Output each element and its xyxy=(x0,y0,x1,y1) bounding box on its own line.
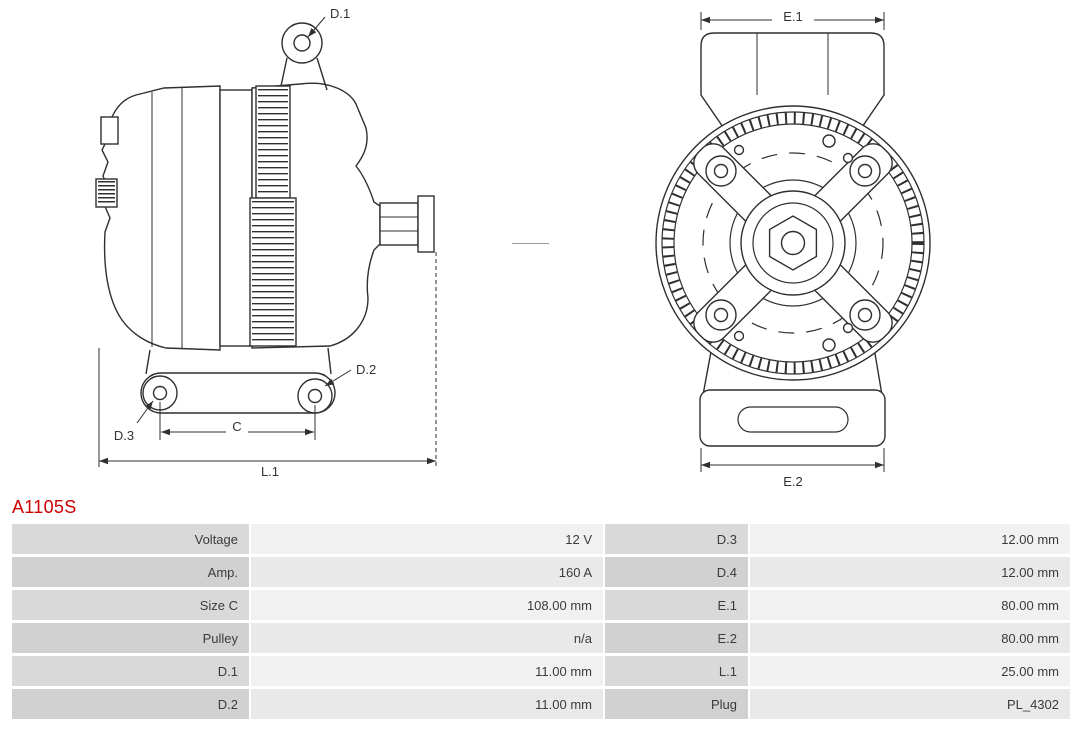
dim-label-d1: D.1 xyxy=(330,6,350,21)
dim-label-e1: E.1 xyxy=(783,9,803,24)
spec-row: D.1 11.00 mm L.1 25.00 mm xyxy=(12,656,1070,686)
spec-label-right: E.1 xyxy=(605,590,748,620)
spec-value-left: 12 V xyxy=(251,524,603,554)
dim-label-c: C xyxy=(232,419,241,434)
spec-row: Voltage 12 V D.3 12.00 mm xyxy=(12,524,1070,554)
spec-table: Voltage 12 V D.3 12.00 mm Amp. 160 A D.4… xyxy=(10,521,1072,722)
dim-label-d3: D.3 xyxy=(114,428,134,443)
front-view-hub-nut xyxy=(740,190,846,296)
spec-table-body: Voltage 12 V D.3 12.00 mm Amp. 160 A D.4… xyxy=(12,524,1070,719)
side-view-dimensions xyxy=(98,16,437,467)
spec-label-left: D.2 xyxy=(12,689,249,719)
spec-row: Amp. 160 A D.4 12.00 mm xyxy=(12,557,1070,587)
spec-label-right: D.4 xyxy=(605,557,748,587)
spec-value-right: PL_4302 xyxy=(750,689,1070,719)
front-view-bolts xyxy=(733,134,854,352)
front-view-dimensions xyxy=(700,8,885,472)
spec-row: Size C 108.00 mm E.1 80.00 mm xyxy=(12,590,1070,620)
spec-label-right: D.3 xyxy=(605,524,748,554)
spec-label-right: Plug xyxy=(605,689,748,719)
spec-value-right: 25.00 mm xyxy=(750,656,1070,686)
spec-row: D.2 11.00 mm Plug PL_4302 xyxy=(12,689,1070,719)
spec-value-left: 11.00 mm xyxy=(251,689,603,719)
spec-label-left: Pulley xyxy=(12,623,249,653)
spec-row: Pulley n/a E.2 80.00 mm xyxy=(12,623,1070,653)
side-view-stator-section xyxy=(219,89,253,347)
front-view-mounting-foot xyxy=(699,389,886,447)
side-view-top-ear xyxy=(280,22,328,91)
dim-label-d2: D.2 xyxy=(356,362,376,377)
part-number: A1105S xyxy=(12,497,77,517)
spec-label-right: L.1 xyxy=(605,656,748,686)
side-view-rear-housing xyxy=(95,85,221,351)
alternator-side-view xyxy=(95,22,435,414)
dimension-labels: D.1 D.2 D.3 C L.1 E.1 E.2 xyxy=(114,6,803,489)
technical-drawing: D.1 D.2 D.3 C L.1 E.1 E.2 xyxy=(95,6,931,489)
side-view-plug-connector xyxy=(379,195,435,253)
spec-label-right: E.2 xyxy=(605,623,748,653)
alternator-front-view xyxy=(655,32,931,447)
spec-label-left: Size C xyxy=(12,590,249,620)
front-view-top-bracket xyxy=(700,32,885,131)
spec-value-left: n/a xyxy=(251,623,603,653)
spec-label-left: Voltage xyxy=(12,524,249,554)
spec-label-left: D.1 xyxy=(12,656,249,686)
spec-value-right: 80.00 mm xyxy=(750,623,1070,653)
spec-value-right: 12.00 mm xyxy=(750,524,1070,554)
spec-value-left: 160 A xyxy=(251,557,603,587)
spec-label-left: Amp. xyxy=(12,557,249,587)
spec-value-right: 12.00 mm xyxy=(750,557,1070,587)
spec-value-left: 11.00 mm xyxy=(251,656,603,686)
spec-value-right: 80.00 mm xyxy=(750,590,1070,620)
front-view-fan xyxy=(702,152,884,334)
side-view-pulley xyxy=(249,85,297,347)
spec-value-left: 108.00 mm xyxy=(251,590,603,620)
side-view-bottom-lugs xyxy=(142,375,333,414)
side-view-mounting-foot xyxy=(140,347,336,414)
dim-label-e2: E.2 xyxy=(783,474,803,489)
dim-label-l1: L.1 xyxy=(261,464,279,479)
